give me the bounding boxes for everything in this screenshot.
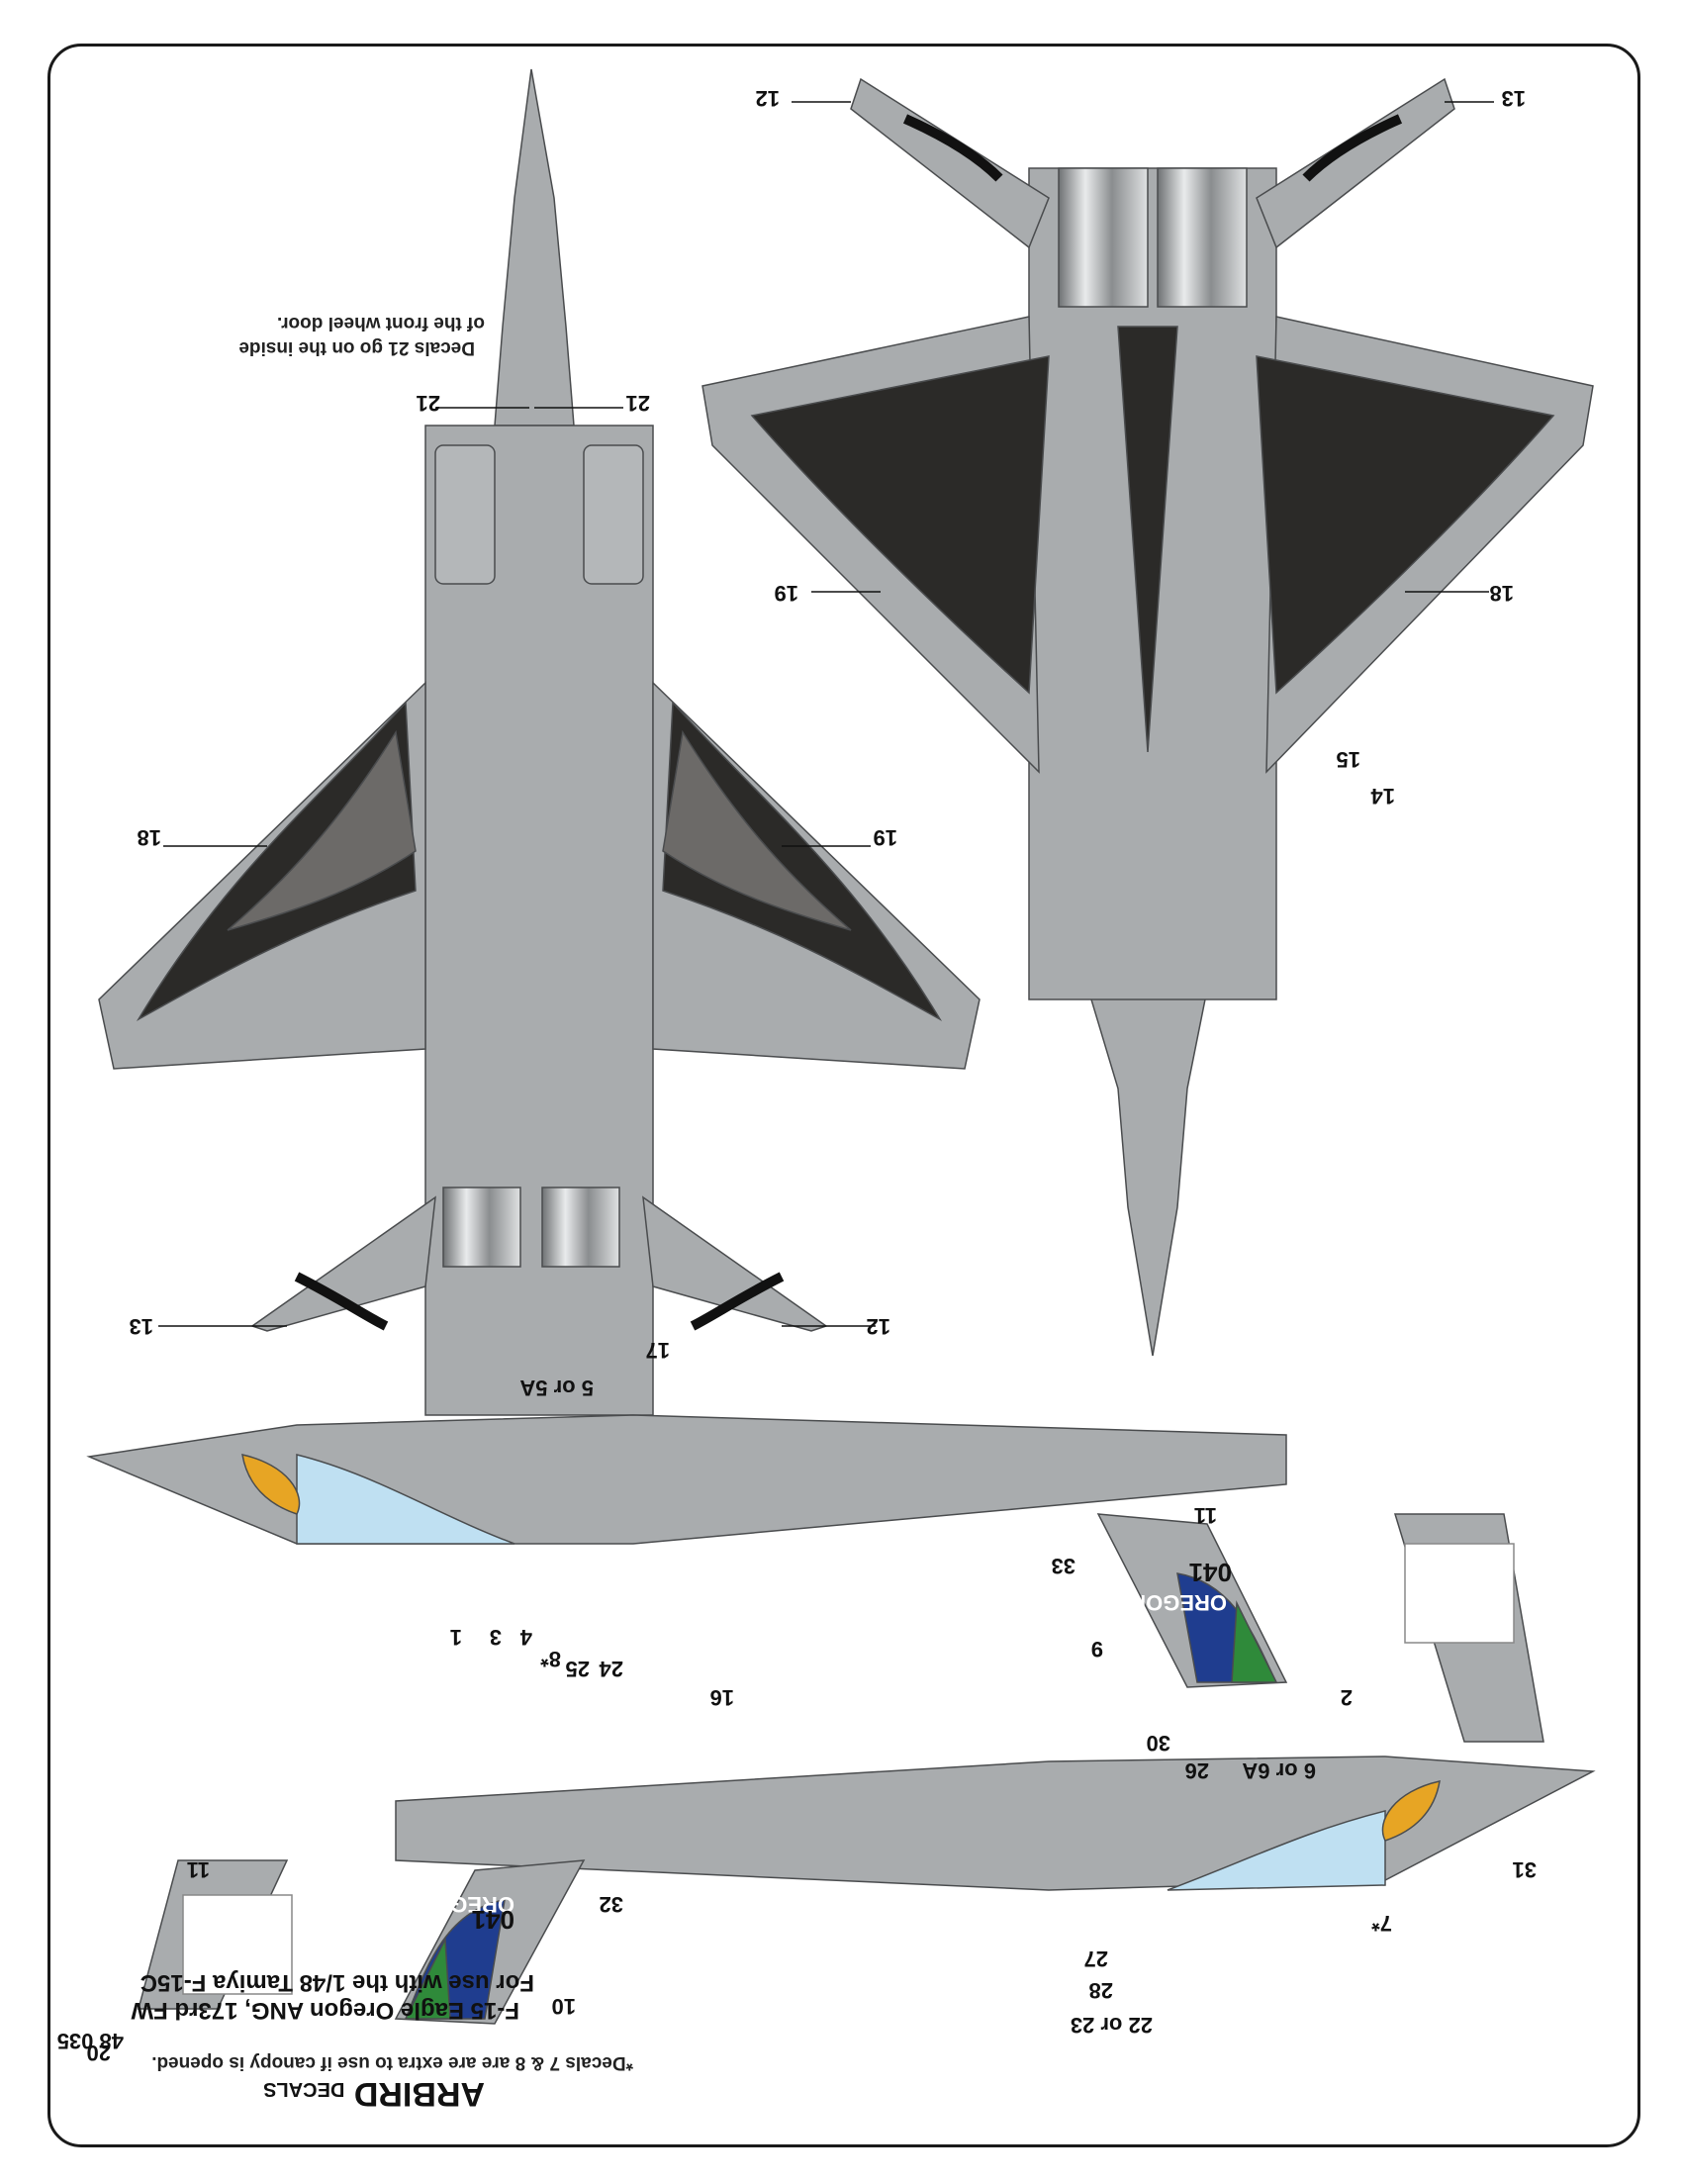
callout-12-bottom: 12 — [866, 1314, 890, 1339]
callout-31: 31 — [1512, 1857, 1537, 1882]
callout-6-or-6a: 6 or 6A — [1242, 1758, 1316, 1783]
tail-serial-upper: 041 — [1188, 1558, 1232, 1587]
callout-21-right: 21 — [416, 391, 440, 416]
callout-32: 32 — [599, 1892, 623, 1917]
wheel-door-note-2: of the front wheel door. — [276, 313, 485, 333]
callout-11-upper: 11 — [1193, 1503, 1217, 1528]
canopy-note: *Decals 7 & 8 are are extra to use if ca… — [151, 2052, 633, 2073]
callout-24: 24 — [599, 1657, 623, 1681]
plan-view-underside — [98, 68, 981, 1416]
sheet-subtitle: For use with the 1/48 Tamiya F-15C — [140, 1969, 534, 1996]
tail-serial-lower: 041 — [471, 1905, 514, 1935]
sheet-title: F-15 Eagle Oregon ANG, 173rd FW — [131, 1997, 519, 2024]
wheel-door-note-1: Decals 21 go on the inside — [238, 337, 475, 358]
callout-19-left: 19 — [873, 825, 897, 850]
callout-27: 27 — [1083, 1947, 1108, 1971]
callout-26: 26 — [1184, 1758, 1209, 1783]
callout-18-left: 18 — [137, 825, 161, 850]
callout-9: 9 — [1090, 1637, 1103, 1662]
callout-8: 8* — [540, 1647, 561, 1671]
tail-state-upper: OREGON — [1130, 1590, 1227, 1615]
callout-22-or-23: 22 or 23 — [1070, 2013, 1153, 2038]
callout-13-top: 13 — [1501, 86, 1526, 111]
callout-5-or-5a: 5 or 5A — [519, 1376, 594, 1400]
brand-name: ARBIRD — [353, 2075, 485, 2113]
callout-1: 1 — [449, 1625, 462, 1650]
callout-30: 30 — [1146, 1731, 1170, 1756]
callout-14: 14 — [1370, 784, 1395, 808]
brand-logo: ARBIRD DECALS — [263, 2074, 485, 2113]
callout-33: 33 — [1051, 1554, 1075, 1578]
side-view-right — [86, 1414, 1544, 1743]
callout-12-top: 12 — [755, 86, 780, 111]
callout-13-bottom: 13 — [129, 1314, 153, 1339]
side-view-left — [138, 1756, 1596, 2025]
plan-view-top — [701, 77, 1594, 1357]
callout-19-right: 19 — [774, 581, 798, 606]
callout-11-lower: 11 — [186, 1857, 210, 1882]
callout-10: 10 — [551, 1994, 576, 2019]
callout-3: 3 — [489, 1625, 502, 1650]
callout-17: 17 — [645, 1338, 670, 1363]
callout-16: 16 — [709, 1685, 734, 1710]
callout-18-right: 18 — [1489, 581, 1514, 606]
callout-21-left: 21 — [625, 391, 650, 416]
callout-25: 25 — [565, 1657, 590, 1681]
callout-7: 7* — [1371, 1911, 1392, 1936]
callout-15: 15 — [1336, 747, 1360, 772]
callout-2: 2 — [1340, 1685, 1353, 1710]
callout-20: 20 — [86, 2041, 111, 2065]
callout-4: 4 — [519, 1625, 532, 1650]
brand-sub: DECALS — [263, 2078, 345, 2100]
callout-28: 28 — [1088, 1978, 1113, 2003]
